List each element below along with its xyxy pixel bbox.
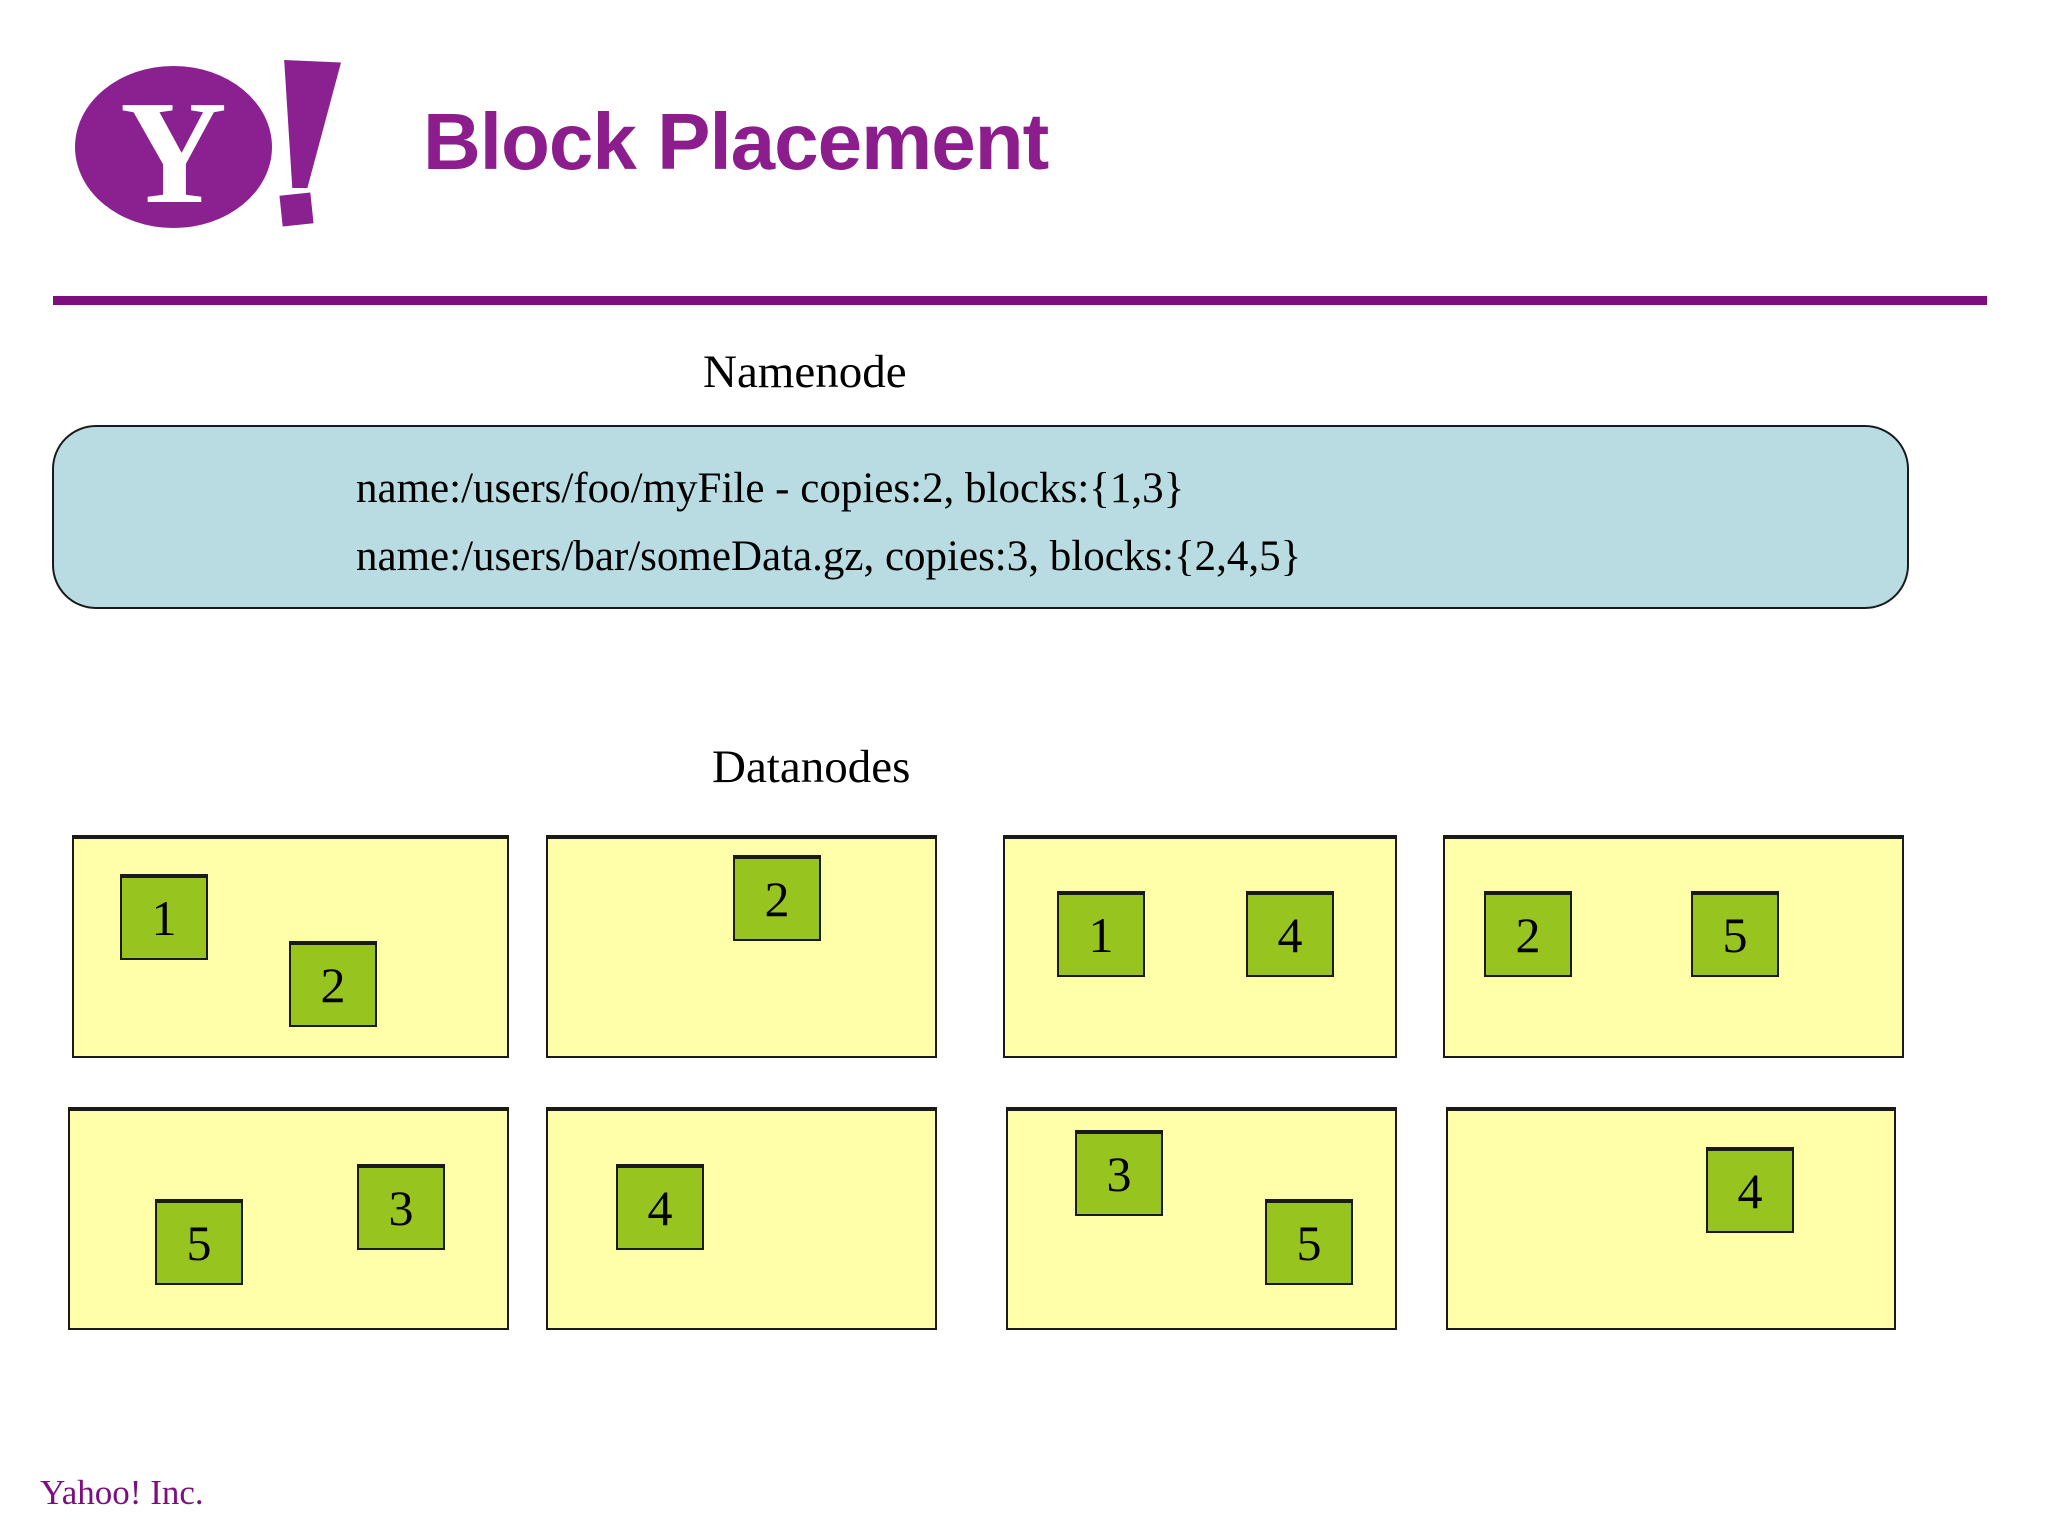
datanode-4-block-2: 2 xyxy=(1484,891,1572,977)
datanode-3-block-4: 4 xyxy=(1246,891,1334,977)
namenode-entry-1: name:/users/foo/myFile - copies:2, block… xyxy=(356,465,1185,512)
datanode-7-block-5: 5 xyxy=(1265,1199,1353,1285)
page-title: Block Placement xyxy=(423,97,1049,186)
datanode-8-block-4: 4 xyxy=(1706,1147,1794,1233)
datanode-2: 2 xyxy=(546,835,937,1058)
datanode-2-block-2: 2 xyxy=(733,855,821,941)
datanode-1-block-1: 1 xyxy=(120,874,208,960)
datanode-5-block-5: 5 xyxy=(155,1199,243,1285)
datanode-6-block-4: 4 xyxy=(616,1164,704,1250)
namenode-entry-2: name:/users/bar/someData.gz, copies:3, b… xyxy=(356,533,1302,580)
datanode-1-block-2: 2 xyxy=(289,941,377,1027)
datanodes-label: Datanodes xyxy=(712,741,911,793)
datanode-5-block-3: 3 xyxy=(357,1164,445,1250)
datanode-7-block-3: 3 xyxy=(1075,1130,1163,1216)
namenode-label: Namenode xyxy=(703,346,907,398)
datanode-8: 4 xyxy=(1446,1107,1896,1330)
footer-text: Yahoo! Inc. xyxy=(40,1473,204,1512)
yahoo-exclamation-bar-icon xyxy=(284,60,341,188)
yahoo-logo-ellipse: Y xyxy=(75,66,272,228)
namenode-box: name:/users/foo/myFile - copies:2, block… xyxy=(52,425,1909,609)
header-rule-divider xyxy=(53,296,1987,305)
datanode-4-block-5: 5 xyxy=(1691,891,1779,977)
yahoo-exclamation-dot-icon xyxy=(279,192,314,227)
datanode-6: 4 xyxy=(546,1107,937,1330)
yahoo-y-glyph: Y xyxy=(120,71,227,235)
datanode-3-block-1: 1 xyxy=(1057,891,1145,977)
